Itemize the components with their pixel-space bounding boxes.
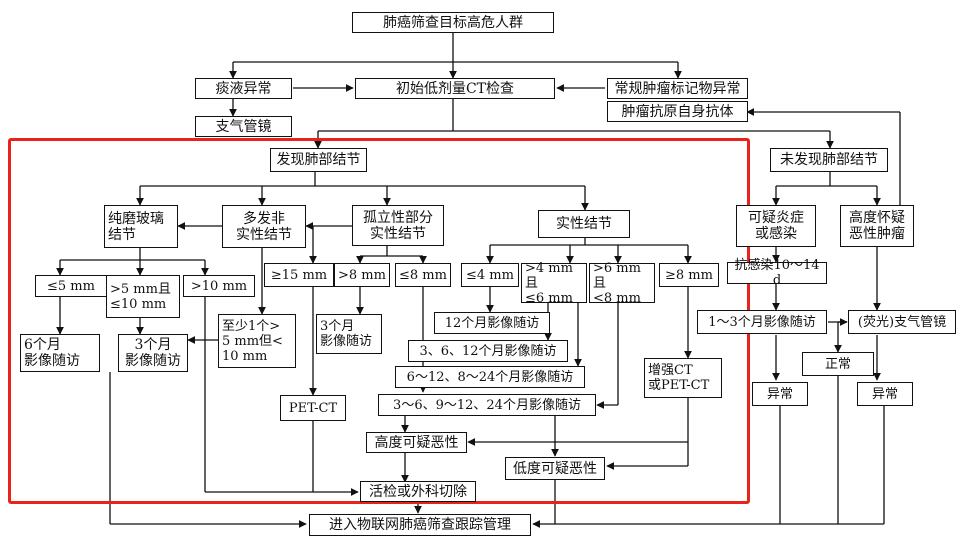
node-suspect-inflammation: 可疑炎症 或感染 <box>736 205 816 247</box>
node-fu-3-6-9-12-24: 3～6、9～12、24个月影像随访 <box>378 394 596 416</box>
node-biopsy-surgery: 活检或外科切除 <box>360 481 476 502</box>
node-bronchoscopy: 支气管镜 <box>195 116 292 137</box>
node-fluoro-bronch: (荧光)支气管镜 <box>848 310 956 334</box>
node-tumor-marker-abnormal: 常规肿瘤标记物异常 <box>607 78 748 99</box>
node-ggn-le5: ≤5 mm <box>35 275 107 297</box>
node-high-suspicion-tumor: 高度怀疑 恶性肿瘤 <box>840 205 914 247</box>
node-fu-6m: 6个月 影像随访 <box>20 334 100 372</box>
node-abnormal-left: 异常 <box>752 382 808 406</box>
node-solid-6-8: >6 mm且 <8 mm <box>589 261 655 306</box>
node-fu-3m-ggn: 3个月 影像随访 <box>118 334 188 372</box>
node-pet-ct: PET-CT <box>280 395 346 421</box>
node-initial-ldct: 初始低剂量CT检查 <box>355 78 555 99</box>
node-solid-le4: ≤4 mm <box>461 263 519 287</box>
node-fu-6-12-8-24: 6～12、8～24个月影像随访 <box>395 366 585 388</box>
node-pure-ggn: 纯磨玻璃 结节 <box>104 205 178 248</box>
node-low-malignancy: 低度可疑恶性 <box>505 457 605 480</box>
node-nodule-found: 发现肺部结节 <box>270 148 367 172</box>
node-fu-12m: 12个月影像随访 <box>434 312 550 334</box>
node-tumor-autoantibody: 肿瘤抗原自身抗体 <box>607 101 748 122</box>
node-enhanced-ct: 增强CT 或PET-CT <box>644 358 722 398</box>
node-fu-3-6-12: 3、6、12个月影像随访 <box>408 340 568 362</box>
node-multiple-nonsolid: 多发非 实性结节 <box>222 205 306 248</box>
node-ggn-5-10: >5 mm且 ≤10 mm <box>106 275 180 318</box>
node-target-population: 肺癌筛查目标高危人群 <box>352 12 554 33</box>
node-sputum-abnormal: 痰液异常 <box>195 78 292 99</box>
node-solid-nodule: 实性结节 <box>538 210 630 238</box>
node-ps-le8: ≤8 mm <box>395 263 451 287</box>
node-abnormal-right: 异常 <box>857 382 913 406</box>
node-fu-1-3m: 1～3个月影像随访 <box>697 310 827 334</box>
node-ggn-gt10: >10 mm <box>183 275 255 297</box>
node-antibiotic: 抗感染10～14 d <box>727 258 827 288</box>
node-solid-ge8: ≥8 mm <box>659 263 719 287</box>
node-solid-4-6: >4 mm且 ≤6 mm <box>521 261 587 306</box>
node-solitary-partsolid: 孤立性部分 实性结节 <box>352 205 444 246</box>
node-ps-ge15: ≥15 mm <box>264 263 334 287</box>
node-normal: 正常 <box>802 352 874 376</box>
node-iot-management: 进入物联网肺癌筛查跟踪管理 <box>309 514 531 536</box>
node-ps-gt8: >8 mm <box>334 263 390 287</box>
node-high-malignancy: 高度可疑恶性 <box>366 432 467 453</box>
node-fu-3m-ps: 3个月 影像随访 <box>316 314 382 354</box>
node-multi-criteria: 至少1个> 5 mm但< 10 mm <box>218 314 296 368</box>
node-no-nodule-found: 未发现肺部结节 <box>770 148 888 172</box>
